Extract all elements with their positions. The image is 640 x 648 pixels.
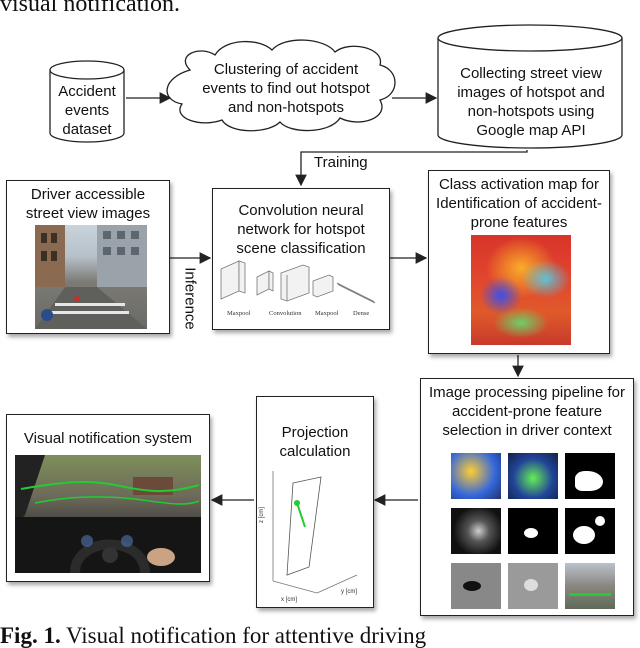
pipeline-box: Image processing pipeline for accident-p… [420,378,634,616]
edge-training [295,150,528,187]
cnn-layer-label-2: Maxpool [315,310,339,317]
thumb-mask-3 [565,508,615,554]
thumb-gray-2 [508,563,558,609]
plot-y-axis-label: y [cm] [341,589,357,595]
thumb-mask-1 [565,453,615,499]
projection-box: Projection calculation z [cm] x [cm] y [… [256,396,374,608]
cnn-layer-label-3: Dense [353,310,369,317]
pipeline-thumbnail-grid [451,453,621,609]
plot-z-axis-label: z [cm] [259,507,265,523]
inference-label: Inference [181,267,199,330]
street-scene [35,225,147,329]
cnn-box: Convolution neural network for hotspot s… [212,188,390,330]
figure-caption-label: Fig. 1. [0,623,61,648]
collect-label: Collecting street view images of hotspot… [457,65,605,139]
collect-cylinder [437,24,623,149]
cnn-layer-label-1: Convolution [269,310,302,317]
cnn-architecture-diagram: Maxpool Convolution Maxpool Dense [220,260,376,317]
figure-caption: Fig. 1. Visual notification for attentiv… [0,624,640,648]
visual-notification-label: Visual notification system [23,430,193,447]
pipeline-label: Image processing pipeline for accident-p… [429,384,625,439]
street-view-photo [35,225,147,329]
clustering-cloud [166,39,396,132]
thumb-blur-1 [451,508,501,554]
top-caption: visual notification. [0,0,180,17]
driver-images-label: Driver accessible street view images [25,186,151,222]
thumb-street-result [565,563,615,609]
dataset-label: Accident events dataset [58,83,116,138]
cam-box: Class activation map for Identification … [428,170,610,354]
clustering-label: Clustering of accident events to find ou… [202,61,370,116]
thumb-cam-overlay [451,453,501,499]
dataset-cylinder [49,60,125,143]
thumb-cam-green [508,453,558,499]
cnn-layer-label-0: Maxpool [227,310,251,317]
dashboard-scene [15,455,201,573]
plot-x-axis-label: x [cm] [281,597,297,603]
dashboard-view-photo [15,455,201,573]
thumb-mask-2 [508,508,558,554]
driver-images-box: Driver accessible street view images [6,180,170,334]
projection-label: Projection calculation [279,424,351,460]
class-activation-heatmap [471,235,571,345]
training-label: Training [314,154,368,171]
visual-notification-box: Visual notification system [6,414,210,582]
thumb-gray-1 [451,563,501,609]
figure-caption-text: Visual notification for attentive drivin… [66,623,427,648]
cam-label: Class activation map for Identification … [436,176,602,231]
projection-3d-plot: z [cm] x [cm] y [cm] [259,471,357,603]
cnn-label: Convolution neural network for hotspot s… [236,202,366,257]
